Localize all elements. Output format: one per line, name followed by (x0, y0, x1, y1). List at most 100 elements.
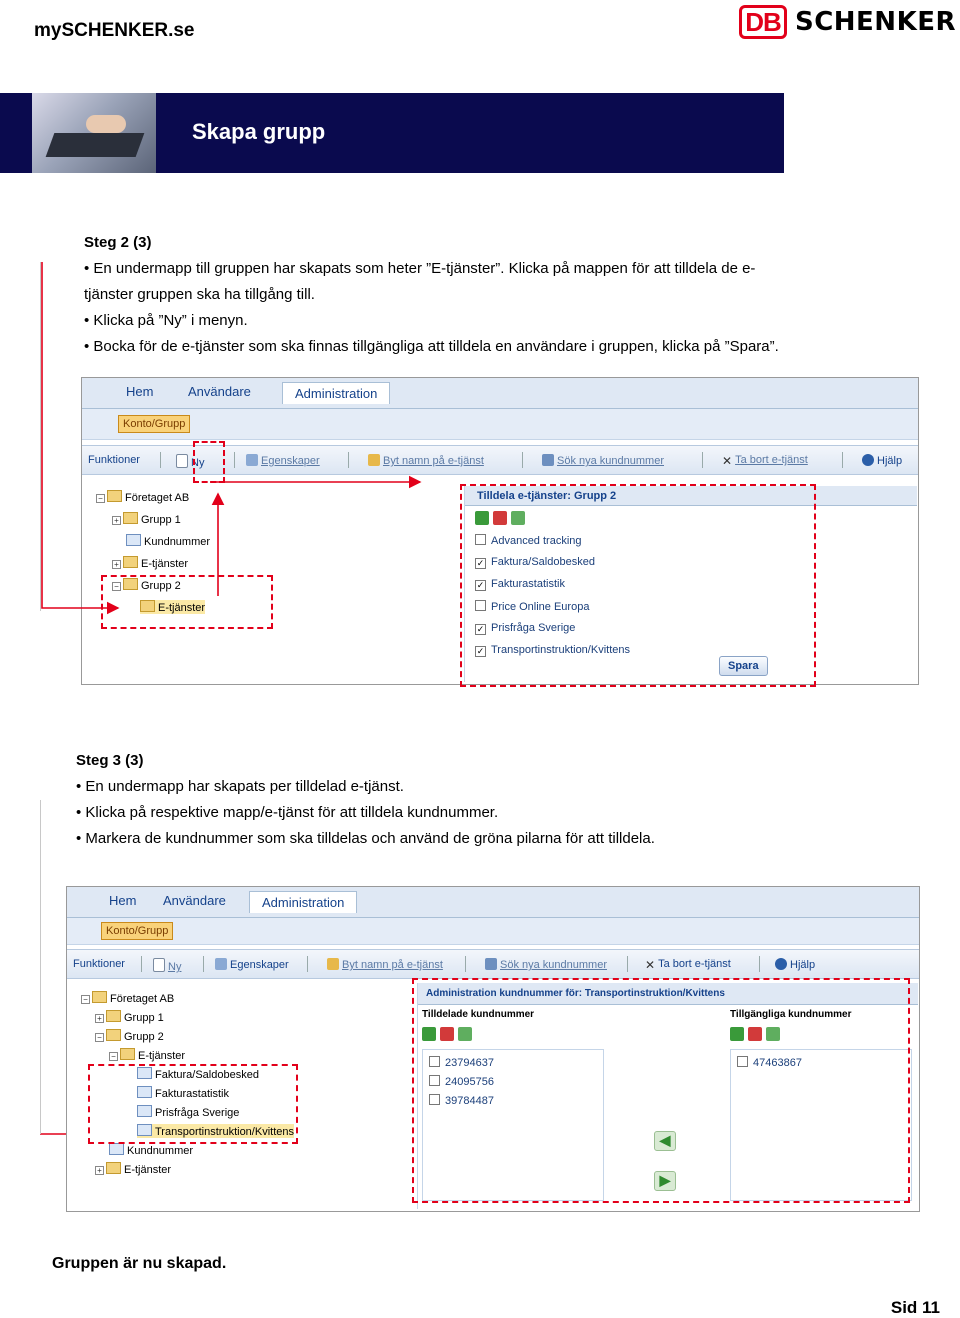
title-banner: Skapa grupp (0, 93, 784, 173)
customer-number-checkbox[interactable]: 39784487 (429, 1094, 494, 1107)
tab-anvandare[interactable]: Användare (188, 384, 251, 399)
step3-bullet: En undermapp har skapats per tilldelad e… (76, 774, 876, 800)
folder-icon (106, 1029, 121, 1041)
close-icon[interactable] (440, 1027, 454, 1041)
available-list: 47463867 (730, 1049, 912, 1201)
margin-line (40, 262, 41, 611)
folder-icon (106, 1162, 121, 1174)
page-icon (176, 454, 188, 468)
schenker-wordmark: SCHENKER (794, 7, 956, 37)
folder-icon (120, 1048, 135, 1060)
tab-hem[interactable]: Hem (109, 893, 137, 908)
margin-line (40, 800, 41, 1134)
folder-icon (107, 490, 122, 502)
calendar-folder-icon (109, 1143, 124, 1155)
tree-node[interactable]: +E-tjänster (112, 556, 188, 570)
step2-heading: Steg 2 (3) (84, 234, 152, 251)
new-button[interactable]: Ny (153, 958, 181, 973)
completion-note: Gruppen är nu skapad. (52, 1255, 227, 1272)
calendar-icon (485, 958, 497, 970)
tree-node-selected[interactable]: Transportinstruktion/Kvittens (137, 1124, 294, 1138)
properties-button[interactable]: Egenskaper (215, 958, 289, 971)
search-customer-numbers-button[interactable]: Sök nya kundnummer (542, 454, 664, 467)
tree-node-selected[interactable]: E-tjänster (140, 600, 206, 614)
tree-node[interactable]: +E-tjänster (95, 1162, 171, 1176)
step3-heading: Steg 3 (3) (76, 752, 144, 769)
assigned-list: 23794637 24095756 39784487 (422, 1049, 604, 1201)
toolbar: Funktioner Ny Egenskaper Byt namn på e-t… (82, 445, 918, 475)
step2-bullet: Bocka för de e-tjänster som ska finnas t… (84, 334, 864, 360)
service-checkbox[interactable]: Advanced tracking (475, 534, 582, 547)
tree-node[interactable]: −Grupp 2 (95, 1029, 164, 1043)
tree-node[interactable]: −E-tjänster (109, 1048, 185, 1062)
help-icon (775, 958, 787, 970)
tab-hem[interactable]: Hem (126, 384, 154, 399)
pencil-icon (327, 958, 339, 970)
highlight-services-panel (460, 484, 816, 687)
toolbar-label: Funktioner (88, 454, 140, 466)
help-button[interactable]: Hjälp (775, 958, 815, 971)
tree-node[interactable]: −Företaget AB (96, 490, 189, 504)
assigned-actions (422, 1027, 476, 1046)
close-icon[interactable] (493, 511, 507, 525)
banner-photo (32, 93, 156, 173)
rename-service-button[interactable]: Byt namn på e-tjänst (368, 454, 484, 467)
service-checkbox[interactable]: ✓Faktura/Saldobesked (475, 556, 595, 569)
close-icon: ✕ (722, 454, 733, 468)
tree-node[interactable]: Fakturastatistik (137, 1086, 229, 1100)
check-icon[interactable] (422, 1027, 436, 1041)
arrow-right-icon[interactable]: ▶ (654, 1171, 676, 1191)
service-checkbox[interactable]: ✓Fakturastatistik (475, 578, 565, 591)
tab-bar: Hem Användare Administration (82, 378, 918, 409)
highlight-tree-node (101, 575, 273, 629)
tree-node[interactable]: +Grupp 1 (112, 512, 181, 526)
group-tree: −Företaget AB +Grupp 1 Kundnummer +E-tjä… (96, 490, 286, 640)
tab-administration[interactable]: Administration (282, 382, 391, 404)
help-button[interactable]: Hjälp (862, 454, 902, 467)
tab-anvandare[interactable]: Användare (163, 893, 226, 908)
tree-node[interactable]: +Grupp 1 (95, 1010, 164, 1024)
konto-grupp-button[interactable]: Konto/Grupp (101, 922, 174, 940)
remove-service-button[interactable]: ✕Ta bort e-tjänst (645, 958, 731, 972)
assigned-title: Tilldelade kundnummer (422, 1009, 535, 1020)
refresh-icon[interactable] (766, 1027, 780, 1041)
step2-bullet-cont: tjänster gruppen ska ha tillgång till. (84, 286, 315, 303)
close-icon[interactable] (748, 1027, 762, 1041)
folder-icon (137, 1067, 152, 1079)
refresh-icon[interactable] (511, 511, 525, 525)
remove-service-button[interactable]: ✕Ta bort e-tjänst (722, 454, 808, 468)
refresh-icon[interactable] (458, 1027, 472, 1041)
folder-icon (137, 1105, 152, 1117)
konto-grupp-button[interactable]: Konto/Grupp (118, 415, 191, 433)
service-checkbox[interactable]: ✓Transportinstruktion/Kvittens (475, 644, 630, 657)
save-button[interactable]: Spara (719, 656, 768, 676)
highlight-new (193, 441, 225, 483)
arrow-left-icon[interactable]: ◀ (654, 1131, 676, 1151)
available-actions (730, 1027, 784, 1046)
tree-node[interactable]: −Företaget AB (81, 991, 174, 1005)
tree-node[interactable]: Kundnummer (109, 1143, 193, 1157)
check-icon[interactable] (730, 1027, 744, 1041)
step2-bullet: En undermapp till gruppen har skapats so… (84, 256, 864, 282)
customer-number-checkbox[interactable]: 23794637 (429, 1056, 494, 1069)
folder-icon (106, 1010, 121, 1022)
service-checkbox[interactable]: Price Online Europa (475, 600, 589, 613)
customer-number-checkbox[interactable]: 24095756 (429, 1075, 494, 1088)
panel-title: Tilldela e-tjänster: Grupp 2 (465, 486, 917, 506)
search-customer-numbers-button[interactable]: Sök nya kundnummer (485, 958, 607, 971)
customer-number-checkbox[interactable]: 47463867 (737, 1056, 802, 1069)
folder-icon (140, 600, 155, 612)
screenshot-assign-customer-numbers: Hem Användare Administration Konto/Grupp… (66, 886, 920, 1212)
tab-administration[interactable]: Administration (249, 891, 358, 913)
tree-node[interactable]: Kundnummer (126, 534, 210, 548)
rename-service-button[interactable]: Byt namn på e-tjänst (327, 958, 443, 971)
subnav-strip: Konto/Grupp (82, 409, 918, 440)
properties-button[interactable]: Egenskaper (246, 454, 320, 467)
tree-node[interactable]: Faktura/Saldobesked (137, 1067, 259, 1081)
toolbar-label: Funktioner (73, 958, 125, 970)
step3-bullet: Klicka på respektive mapp/e-tjänst för a… (76, 800, 876, 826)
service-checkbox[interactable]: ✓Prisfråga Sverige (475, 622, 576, 635)
check-icon[interactable] (475, 511, 489, 525)
tree-node[interactable]: Prisfråga Sverige (137, 1105, 239, 1119)
properties-icon (246, 454, 258, 466)
